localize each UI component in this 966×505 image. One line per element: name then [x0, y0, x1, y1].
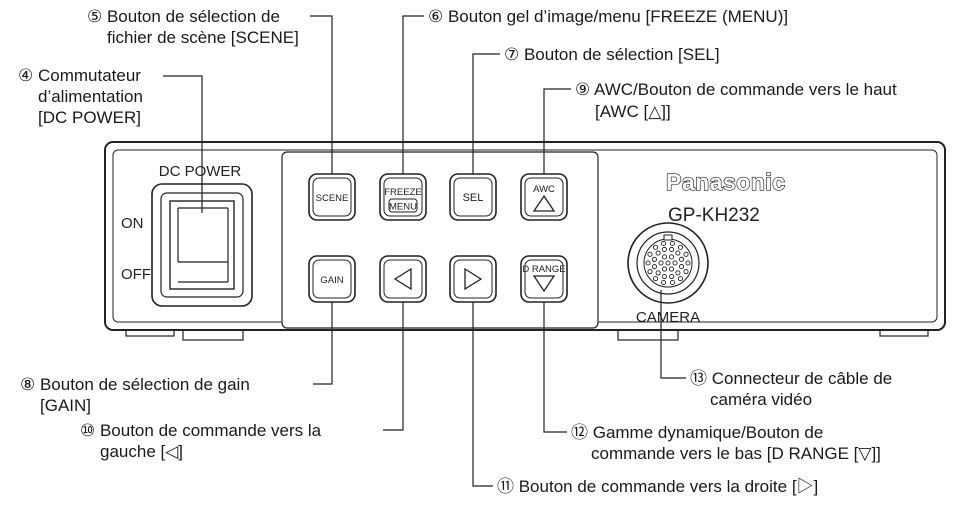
callout-9-line1: ⑨ AWC/Bouton de commande vers le haut [575, 80, 897, 99]
connector-pin [652, 244, 659, 250]
connector-pin [661, 266, 668, 272]
left-button[interactable] [379, 255, 427, 303]
connector-pin [661, 246, 667, 253]
connector-pin [660, 279, 667, 286]
sel-button[interactable]: SEL [449, 173, 497, 221]
right-triangle-icon [464, 267, 483, 291]
dc-power-switch[interactable]: DC POWER [151, 163, 253, 307]
callout-13: ⑬ Connecteur de câble de caméra vidéo [690, 369, 892, 409]
scene-button-label: SCENE [316, 193, 349, 204]
callout-13-line2: caméra vidéo [710, 390, 812, 409]
callout-12-line2: commande vers le bas [D RANGE [▽]] [591, 444, 881, 463]
callout-13-line1: ⑬ Connecteur de câble de [690, 369, 892, 388]
sel-button-label: SEL [463, 192, 484, 204]
connector-pin [660, 240, 667, 247]
callout-4: ④ Commutateur d’alimentation [DC POWER] [18, 66, 143, 127]
callout-8-line1: ⑧ Bouton de sélection de gain [20, 375, 250, 394]
callout-7-line1: ⑦ Bouton de sélection [SEL] [504, 45, 720, 64]
callout-10-line2: gauche [◁] [100, 442, 183, 461]
connector-pin [683, 269, 689, 275]
connector-pin [685, 260, 691, 266]
connector-pin [655, 270, 661, 276]
connector-pin [652, 276, 659, 282]
callout-6-line1: ⑥ Bouton gel d’image/menu [FREEZE (MENU)… [428, 7, 788, 26]
connector-pin [658, 260, 664, 266]
callout-8: ⑧ Bouton de sélection de gain [GAIN] [20, 375, 250, 415]
connector-pin [668, 266, 675, 272]
connector-pin [647, 251, 653, 257]
on-label: ON [121, 215, 144, 232]
connector-pin [647, 269, 653, 275]
dc-power-label: DC POWER [159, 163, 242, 180]
awc-button-label: AWC [533, 184, 555, 195]
button-cluster-bezel [281, 151, 599, 329]
awc-up-button[interactable]: AWC [520, 173, 568, 221]
callout-5: ⑤ Bouton de sélection de fichier de scèn… [87, 7, 299, 47]
leader-lines [163, 15, 686, 487]
connector-pin [677, 276, 684, 282]
callout-4-line3: [DC POWER] [38, 108, 141, 127]
connector-pin [665, 260, 671, 266]
connector-pin [675, 270, 681, 276]
camera-connector[interactable] [627, 222, 709, 304]
left-triangle-icon [393, 267, 412, 291]
freeze-menu-button[interactable]: FREEZE MENU [379, 173, 427, 221]
connector-pin [651, 256, 658, 262]
callout-5-line1: ⑤ Bouton de sélection de [87, 7, 280, 26]
callout-4-line1: ④ Commutateur [18, 66, 141, 85]
model-number: GP-KH232 [668, 205, 760, 226]
down-triangle-icon [532, 275, 556, 293]
callout-12: ⑫ Gamme dynamique/Bouton de commande ver… [571, 423, 881, 463]
connector-pin [651, 264, 658, 270]
connector-pin [675, 250, 681, 256]
connector-pin [669, 273, 675, 280]
camera-label: CAMERA [636, 309, 700, 326]
scene-button[interactable]: SCENE [308, 173, 356, 221]
drange-button-label: D RANGE [522, 264, 565, 275]
drange-down-button[interactable]: D RANGE [520, 255, 568, 303]
connector-pins [645, 240, 691, 286]
up-triangle-icon [532, 194, 556, 212]
gain-button-label: GAIN [320, 275, 343, 286]
connector-pin [661, 273, 667, 280]
connector-pin [668, 254, 675, 260]
callout-10: ⑩ Bouton de commande vers la gauche [◁] [80, 421, 322, 461]
connector-pin [661, 254, 668, 260]
callout-5-line2: fichier de scène [SCENE] [107, 28, 299, 47]
connector-pin [645, 260, 651, 266]
connector-pin [669, 240, 676, 247]
callout-9-line2: [AWC [△]] [595, 102, 671, 121]
connector-pin [672, 260, 678, 266]
callout-7: ⑦ Bouton de sélection [SEL] [504, 45, 720, 64]
callout-11: ⑪ Bouton de commande vers la droite [▷] [497, 477, 818, 496]
connector-pin [683, 251, 689, 257]
brand-logo: Panasonic [666, 169, 786, 195]
menu-button-label: MENU [389, 202, 417, 213]
callout-10-line1: ⑩ Bouton de commande vers la [80, 421, 322, 440]
callout-9: ⑨ AWC/Bouton de commande vers le haut [A… [575, 80, 897, 121]
callout-4-line2: d’alimentation [38, 87, 143, 106]
callout-6: ⑥ Bouton gel d’image/menu [FREEZE (MENU)… [428, 7, 788, 26]
connector-pin [677, 244, 684, 250]
connector-pin [678, 256, 685, 262]
off-label: OFF [121, 266, 151, 283]
connector-pin [669, 279, 676, 286]
right-button[interactable] [449, 255, 497, 303]
callout-12-line1: ⑫ Gamme dynamique/Bouton de [571, 423, 823, 442]
connector-pin [678, 264, 685, 270]
freeze-button-label: FREEZE [384, 187, 421, 198]
connector-pin [655, 250, 661, 256]
callout-8-line2: [GAIN] [40, 396, 91, 415]
connector-pin [669, 246, 675, 253]
callout-11-line1: ⑪ Bouton de commande vers la droite [▷] [497, 477, 818, 496]
gain-button[interactable]: GAIN [308, 255, 356, 303]
